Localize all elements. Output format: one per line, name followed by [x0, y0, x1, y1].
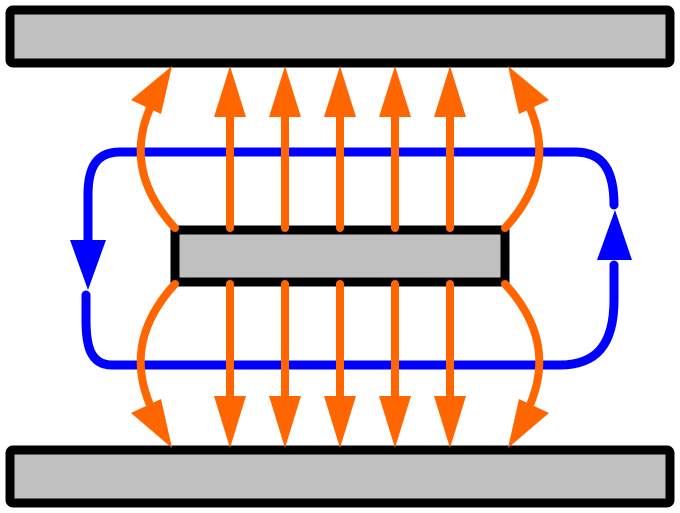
- field-arrow-down-icon: [434, 396, 466, 448]
- bottom-plate: [5, 445, 675, 508]
- field-line-curved-down: [501, 280, 544, 409]
- loop-arrow-up-icon: [597, 210, 632, 260]
- field-lines: [131, 66, 549, 448]
- loop-arrow-down-icon: [70, 240, 106, 290]
- field-arrow-down-icon: [131, 399, 172, 448]
- field-arrow-up-icon: [131, 66, 172, 114]
- circulation-loop: [81, 147, 619, 370]
- center-plate: [170, 225, 510, 287]
- field-line-curved-up: [136, 104, 179, 232]
- field-arrow-up-icon: [214, 66, 246, 117]
- field-arrow-down-icon: [508, 399, 549, 448]
- top-plate: [5, 5, 675, 68]
- field-arrow-up-icon: [508, 66, 549, 114]
- field-arrow-down-icon: [379, 396, 411, 448]
- field-arrow-down-icon: [269, 396, 301, 448]
- field-arrow-up-icon: [269, 66, 301, 117]
- field-arrow-down-icon: [214, 396, 246, 448]
- field-line-curved-down: [136, 280, 179, 409]
- loop-bottom-segment: [81, 260, 619, 370]
- field-arrow-up-icon: [434, 66, 466, 117]
- field-arrow-up-icon: [379, 66, 411, 117]
- field-line-curved-up: [501, 104, 544, 232]
- field-arrow-down-icon: [324, 396, 356, 448]
- field-arrow-up-icon: [324, 66, 356, 117]
- loop-top-segment: [83, 147, 619, 245]
